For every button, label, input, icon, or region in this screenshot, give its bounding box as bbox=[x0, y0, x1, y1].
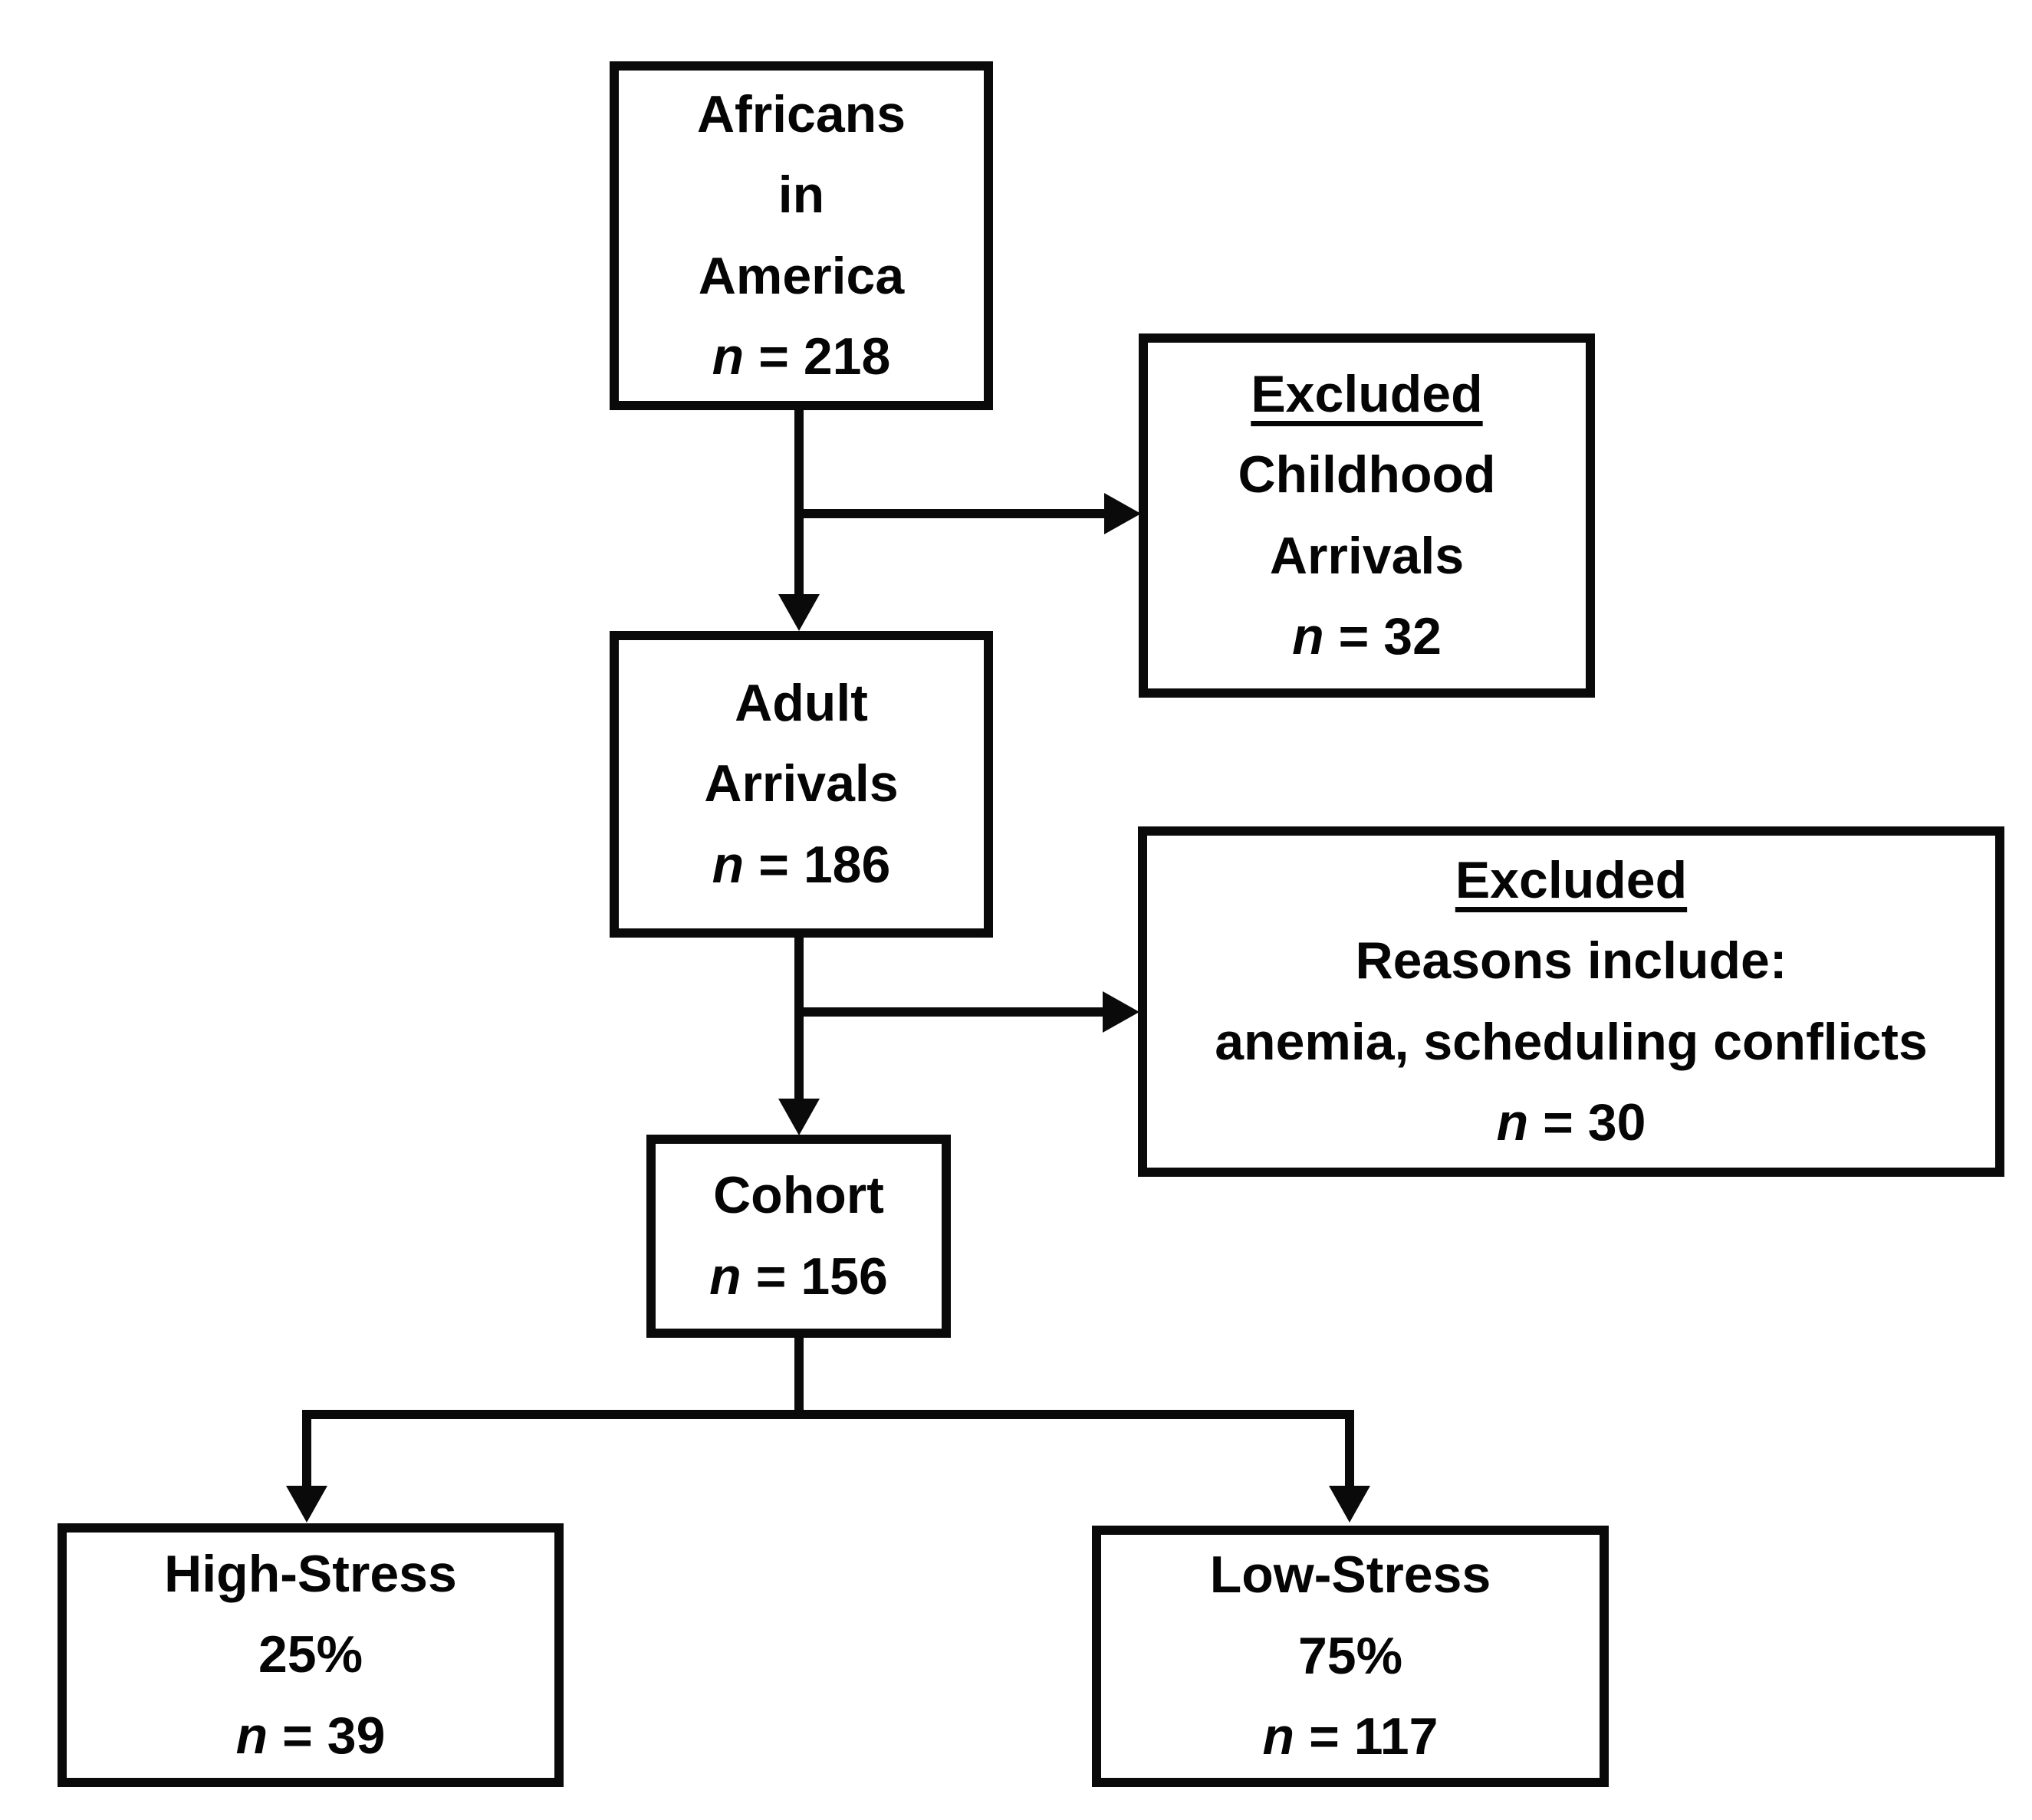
n-variable: n bbox=[235, 1706, 268, 1765]
arrow-split-to-low-stress bbox=[1345, 1410, 1354, 1487]
sample-size: n= 30 bbox=[1497, 1082, 1646, 1163]
n-variable: n bbox=[709, 1247, 741, 1306]
node-text-line: America bbox=[698, 246, 905, 305]
n-variable: n bbox=[712, 327, 745, 386]
arrow-adult-to-cohort bbox=[794, 938, 804, 1099]
node-high-stress: High-Stress 25% n= 39 bbox=[58, 1523, 564, 1787]
node-excluded-reasons: Excluded Reasons include: anemia, schedu… bbox=[1138, 826, 2004, 1177]
node-adult-arrivals: Adult Arrivals n= 186 bbox=[610, 631, 993, 938]
arrow-split-to-high-stress bbox=[302, 1410, 311, 1487]
n-count: = 39 bbox=[282, 1706, 386, 1765]
sample-size: n= 156 bbox=[709, 1237, 888, 1317]
sample-size: n= 186 bbox=[712, 825, 891, 905]
excluded-heading: Excluded bbox=[1251, 364, 1483, 423]
n-count: = 218 bbox=[758, 327, 891, 386]
arrowhead-down bbox=[778, 594, 820, 631]
node-text-line: High-Stress bbox=[164, 1544, 457, 1603]
node-africans-in-america: Africans in America n= 218 bbox=[610, 61, 993, 410]
excluded-heading: Excluded bbox=[1455, 850, 1688, 909]
arrow-africans-to-adult bbox=[794, 410, 804, 594]
n-variable: n bbox=[1262, 1707, 1295, 1766]
arrowhead-right bbox=[1103, 991, 1139, 1033]
arrowhead-down bbox=[1329, 1486, 1370, 1523]
node-text-line: Reasons include: bbox=[1355, 931, 1787, 990]
n-count: = 186 bbox=[758, 835, 891, 894]
node-excluded-childhood-arrivals: Excluded Childhood Arrivals n= 32 bbox=[1139, 333, 1595, 698]
node-text-line: in bbox=[778, 166, 825, 225]
node-text-line: Arrivals bbox=[704, 754, 899, 813]
node-text-line: Africans bbox=[696, 84, 906, 143]
n-variable: n bbox=[712, 835, 745, 894]
node-text-line: Arrivals bbox=[1269, 526, 1465, 585]
n-variable: n bbox=[1292, 606, 1324, 665]
node-text-line: anemia, scheduling conflicts bbox=[1215, 1012, 1928, 1071]
connector-cohort-stem bbox=[794, 1338, 804, 1419]
node-cohort: Cohort n= 156 bbox=[646, 1135, 951, 1338]
n-count: = 156 bbox=[755, 1247, 888, 1306]
node-text-line: 75% bbox=[1297, 1626, 1403, 1685]
n-count: = 32 bbox=[1338, 606, 1442, 665]
node-text-line: Childhood bbox=[1238, 445, 1496, 504]
arrow-to-excluded-childhood bbox=[794, 509, 1104, 518]
sample-size: n= 39 bbox=[236, 1696, 386, 1776]
node-text-line: Cohort bbox=[713, 1166, 884, 1225]
node-text-line: Low-Stress bbox=[1209, 1546, 1491, 1605]
arrowhead-down bbox=[778, 1099, 820, 1135]
arrowhead-right bbox=[1104, 493, 1141, 534]
n-variable: n bbox=[1496, 1092, 1529, 1151]
arrowhead-down bbox=[286, 1486, 327, 1523]
node-text-line: Adult bbox=[735, 673, 868, 732]
connector-split-bar bbox=[302, 1410, 1354, 1419]
n-count: = 30 bbox=[1543, 1092, 1646, 1151]
node-text-line: 25% bbox=[258, 1625, 363, 1684]
sample-size: n= 117 bbox=[1263, 1697, 1439, 1777]
sample-size: n= 218 bbox=[712, 317, 891, 397]
n-count: = 117 bbox=[1309, 1707, 1439, 1766]
arrow-to-excluded-reasons bbox=[794, 1007, 1104, 1017]
node-low-stress: Low-Stress 75% n= 117 bbox=[1092, 1526, 1609, 1787]
sample-size: n= 32 bbox=[1292, 596, 1442, 677]
